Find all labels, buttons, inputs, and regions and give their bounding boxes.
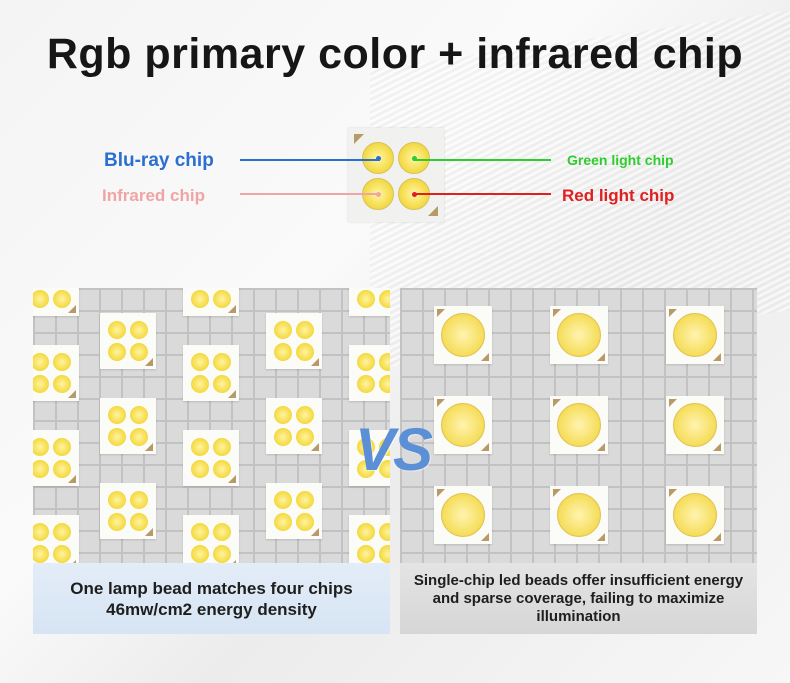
- four-chip-bead: [33, 345, 79, 401]
- four-chip-bead: [33, 288, 79, 316]
- chip-pad: [348, 128, 444, 222]
- single-chip-bead: [666, 486, 724, 544]
- infrared-line: [240, 193, 380, 195]
- page-title: Rgb primary color + infrared chip: [46, 30, 744, 78]
- four-chip-bead: [100, 398, 156, 454]
- four-chip-bead: [100, 313, 156, 369]
- four-chip-bead: [183, 430, 239, 486]
- right-caption: Single-chip led beads offer insufficient…: [400, 563, 757, 634]
- four-chip-bead: [266, 398, 322, 454]
- single-chip-bead: [550, 486, 608, 544]
- four-chip-bead: [183, 288, 239, 316]
- four-chip-bead: [349, 430, 390, 486]
- green-label: Green light chip: [567, 152, 674, 168]
- four-chip-bead: [266, 313, 322, 369]
- single-chip-bead: [550, 396, 608, 454]
- four-chip-bead: [349, 515, 390, 571]
- blu-ray-line: [240, 159, 380, 161]
- vs-text: VS: [355, 416, 433, 483]
- blu-ray-label: Blu-ray chip: [104, 150, 214, 171]
- left-caption: One lamp bead matches four chips 46mw/cm…: [33, 563, 390, 634]
- four-chip-panel: [33, 288, 390, 634]
- green-line: [413, 159, 551, 161]
- four-chip-bead: [33, 515, 79, 571]
- single-chip-bead: [434, 486, 492, 544]
- blue-chip-dot: [362, 142, 394, 174]
- corner-mark-icon: [428, 206, 438, 216]
- single-chip-bead: [666, 396, 724, 454]
- single-chip-bead: [434, 396, 492, 454]
- green-chip-dot: [398, 142, 430, 174]
- single-chip-bead: [550, 306, 608, 364]
- four-chip-bead: [349, 345, 390, 401]
- corner-mark-icon: [354, 134, 364, 144]
- infrared-label: Infrared chip: [102, 186, 205, 205]
- four-chip-bead: [183, 345, 239, 401]
- single-chip-bead: [666, 306, 724, 364]
- single-chip-bead: [434, 306, 492, 364]
- four-chip-bead: [33, 430, 79, 486]
- four-chip-bead: [266, 483, 322, 539]
- red-line: [413, 193, 551, 195]
- four-chip-bead: [100, 483, 156, 539]
- red-label: Red light chip: [562, 186, 675, 205]
- four-chip-bead: [349, 288, 390, 316]
